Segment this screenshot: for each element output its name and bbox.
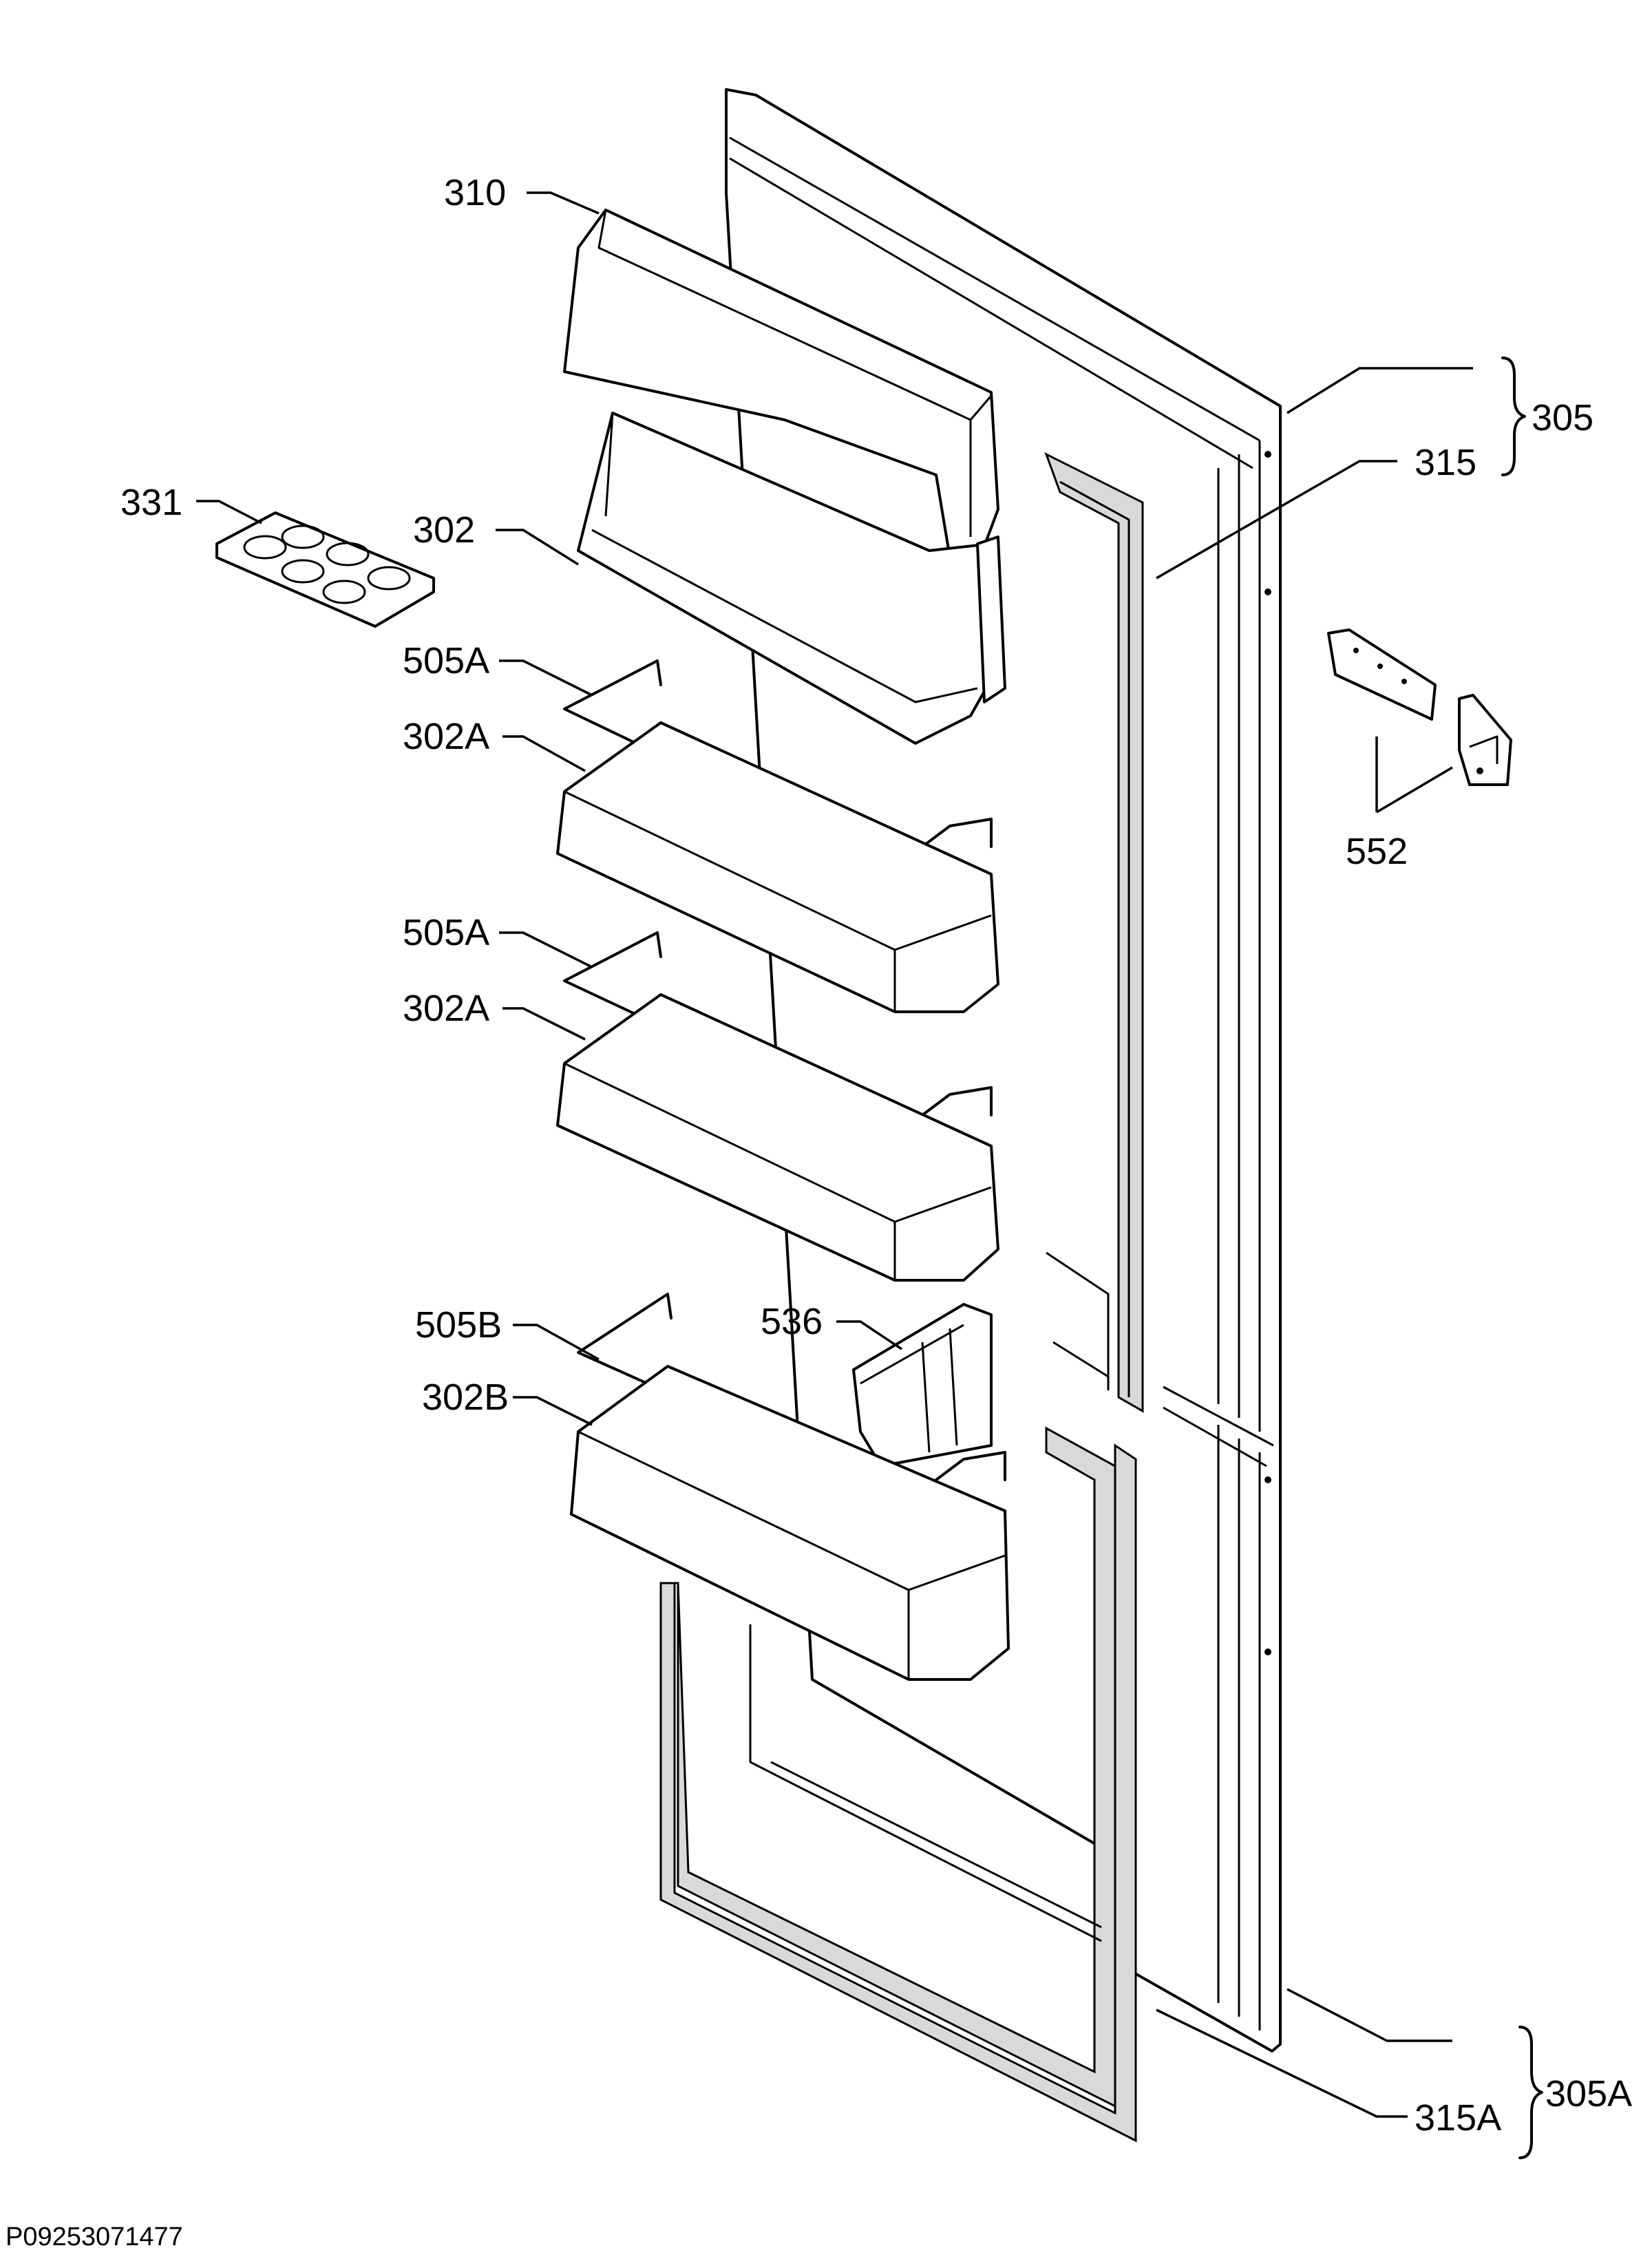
label-315: 315: [1415, 442, 1476, 483]
label-315a: 315A: [1415, 2097, 1501, 2139]
leader-315: [1156, 460, 1397, 580]
leader-315a: [1156, 2008, 1408, 2118]
label-505a-2: 505A: [403, 912, 489, 953]
lower-door-gasket: [659, 1426, 1137, 2143]
label-305: 305: [1532, 397, 1593, 438]
leader-552: [1375, 736, 1453, 814]
label-302b: 302B: [422, 1377, 509, 1418]
leader-305a: [1286, 1988, 1452, 2042]
leader-310: [527, 191, 600, 215]
braces: [1501, 357, 1543, 2159]
part-302b-shelf: [570, 1365, 1010, 1681]
leader-536: [836, 1320, 902, 1350]
label-310: 310: [444, 172, 506, 213]
label-505a-1: 505A: [403, 640, 489, 681]
label-536: 536: [761, 1301, 823, 1342]
upper-door-gasket: [1044, 452, 1144, 1413]
diagram-code: P09253071477: [6, 2223, 183, 2251]
label-305a: 305A: [1545, 2073, 1632, 2114]
part-302a-shelf-1: [556, 721, 999, 1013]
brace-305a: [1518, 2026, 1543, 2159]
leader-505a-1: [499, 659, 593, 697]
leader-331: [196, 500, 262, 524]
callout-labels: 310 331 302 505A 302A 505A 302A 505B 302…: [120, 172, 1632, 2139]
leader-302: [496, 529, 579, 566]
part-552-hinge-brackets: [1327, 628, 1512, 786]
brace-305: [1501, 357, 1526, 476]
leader-302b: [513, 1396, 593, 1426]
part-536-bottle-divider: [852, 1303, 993, 1467]
label-302: 302: [413, 509, 475, 551]
label-302a-1: 302A: [403, 716, 489, 757]
label-331: 331: [120, 482, 182, 523]
leader-302a-2: [502, 1007, 586, 1041]
leader-505b: [513, 1324, 600, 1361]
label-505b: 505B: [415, 1304, 502, 1346]
part-302a-shelf-2: [556, 993, 999, 1282]
leader-305: [1286, 367, 1473, 414]
label-552: 552: [1346, 831, 1408, 872]
label-302a-2: 302A: [403, 988, 489, 1029]
part-302-dairy-compartment: [577, 412, 1006, 745]
leader-505a-2: [499, 931, 593, 968]
leader-lines: [196, 191, 1473, 2118]
leader-302a-1: [502, 735, 586, 772]
part-331-egg-tray: [215, 511, 435, 628]
